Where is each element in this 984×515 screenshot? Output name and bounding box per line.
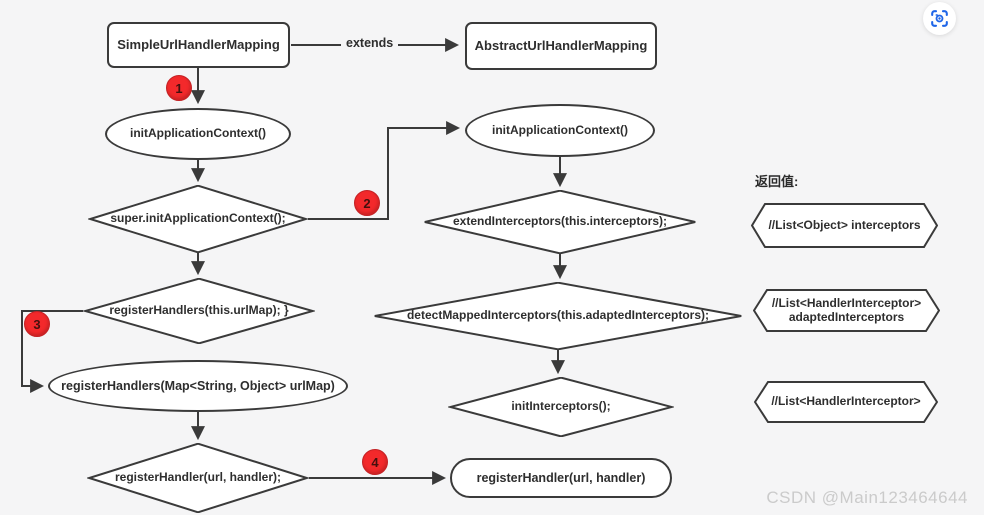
return-value-label: //List<Object> interceptors	[768, 217, 921, 232]
flow-diamond-super-init: super.initApplicationContext();	[88, 185, 308, 253]
diamond-shape	[87, 443, 309, 513]
flow-stadium-register-handler-final: registerHandler(url, handler)	[450, 458, 672, 498]
return-value-label: //List<HandlerInterceptor>	[771, 295, 922, 310]
diamond-shape	[88, 185, 308, 253]
class-box-simpleurlhandlermapping: SimpleUrlHandlerMapping	[107, 22, 290, 68]
flow-label: detectMappedInterceptors(this.adaptedInt…	[406, 308, 710, 323]
flow-diamond-extend-interceptors: extendInterceptors(this.interceptors);	[422, 190, 698, 254]
class-box-abstracturlhandlermapping: AbstractUrlHandlerMapping	[465, 22, 657, 70]
flow-diamond-register-handlers-this: registerHandlers(this.urlMap); }	[83, 278, 315, 344]
flow-diamond-init-interceptors: initInterceptors();	[448, 377, 674, 437]
flow-diamond-detect-mapped-interceptors: detectMappedInterceptors(this.adaptedInt…	[371, 282, 745, 350]
flow-label: registerHandlers(Map<String, Object> url…	[61, 378, 335, 393]
flow-label: extendInterceptors(this.interceptors);	[452, 214, 668, 229]
diamond-shape	[371, 282, 745, 350]
hexagon-return-handler-interceptor: //List<HandlerInterceptor>	[754, 381, 938, 423]
flow-ellipse-init-context-right: initApplicationContext()	[465, 104, 655, 157]
extends-label: extends	[341, 36, 399, 50]
diamond-shape	[448, 377, 674, 437]
flow-ellipse-init-context-left: initApplicationContext()	[105, 108, 291, 160]
connector-registerhandlers-to-map	[21, 310, 83, 393]
flow-label: super.initApplicationContext();	[110, 211, 286, 226]
class-box-label: SimpleUrlHandlerMapping	[117, 36, 280, 52]
flow-label: registerHandler(url, handler);	[114, 470, 282, 485]
screenshot-button[interactable]	[923, 2, 956, 35]
flow-label: initInterceptors();	[511, 399, 611, 414]
return-value-label: adaptedInterceptors	[788, 309, 905, 324]
screenshot-capture-icon	[931, 10, 948, 27]
flow-label: initApplicationContext()	[492, 122, 628, 137]
step-badge-2: 2	[354, 190, 380, 216]
flow-label: initApplicationContext()	[130, 126, 266, 141]
hexagon-return-adapted-interceptors: //List<HandlerInterceptor> adaptedInterc…	[753, 289, 940, 332]
flow-label: registerHandler(url, handler)	[476, 470, 646, 485]
hexagon-shape	[753, 289, 940, 332]
step-badge-1: 1	[166, 75, 192, 101]
diamond-shape	[83, 278, 315, 344]
diamond-shape	[422, 190, 698, 254]
hexagon-shape	[754, 381, 938, 423]
hexagon-shape	[751, 203, 938, 248]
flow-label: registerHandlers(this.urlMap); }	[109, 303, 289, 318]
class-box-label: AbstractUrlHandlerMapping	[474, 37, 648, 53]
hexagon-return-interceptors: //List<Object> interceptors	[751, 203, 938, 248]
watermark: CSDN @Main123464644	[766, 488, 968, 507]
step-badge-4: 4	[362, 449, 388, 475]
flow-ellipse-register-handlers-map: registerHandlers(Map<String, Object> url…	[48, 360, 348, 412]
step-badge-3: 3	[24, 311, 50, 337]
return-value-label: //List<HandlerInterceptor>	[771, 394, 921, 409]
flow-diamond-register-handler: registerHandler(url, handler);	[87, 443, 309, 513]
connector-super-to-right-init	[308, 121, 461, 220]
return-values-title: 返回值:	[755, 174, 799, 189]
